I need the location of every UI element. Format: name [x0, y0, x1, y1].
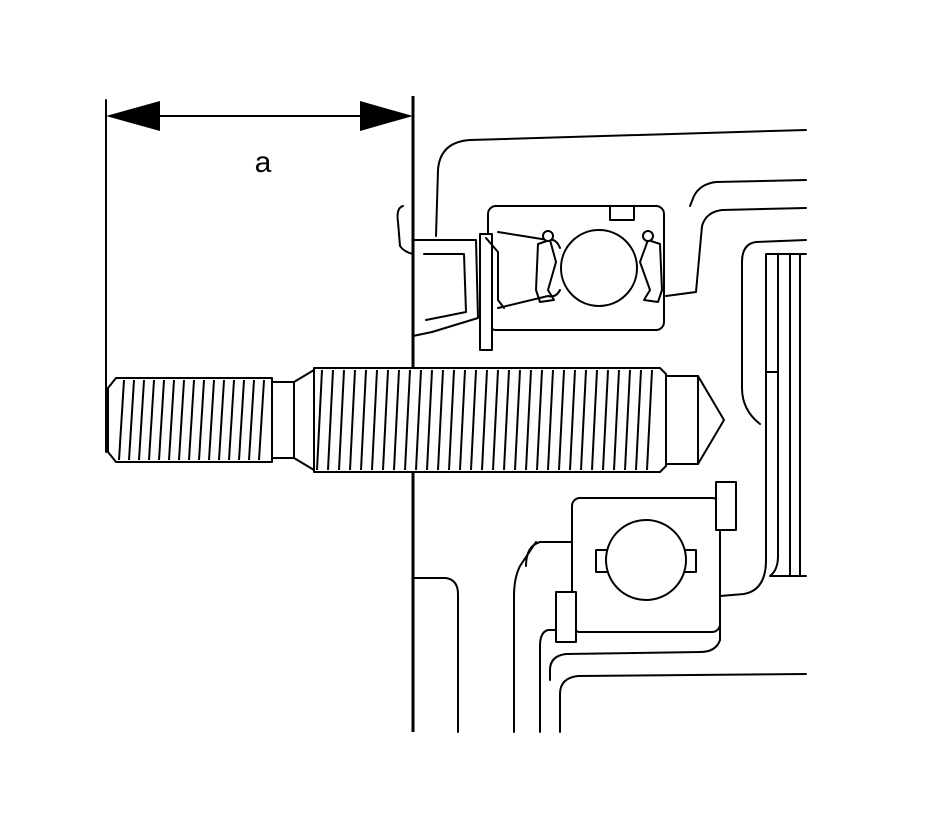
thread-line: [470, 369, 477, 471]
thread-line: [238, 379, 245, 461]
upper-bearing-rivet-left: [542, 230, 554, 242]
thread-line: [624, 369, 631, 471]
lower-bearing-housing-left: [513, 541, 537, 733]
sleeve-outer: [741, 239, 807, 425]
thread-line: [459, 369, 466, 471]
thread-line: [569, 369, 576, 471]
thread-line: [338, 369, 345, 471]
thread-line: [218, 379, 225, 461]
thread-line: [118, 379, 125, 461]
upper-bearing-notch: [609, 205, 635, 221]
sleeve-step: [719, 371, 767, 597]
thread-line: [158, 379, 165, 461]
housing-lip: [396, 205, 414, 255]
thread-line: [437, 369, 444, 471]
thread-line: [148, 379, 155, 461]
lower-bearing-spacer-top: [715, 481, 737, 531]
stud-pointed-tip: [665, 375, 725, 465]
stud-thread-right: [313, 367, 667, 473]
housing-outer-contour: [435, 129, 807, 237]
thread-line: [198, 379, 205, 461]
lower-bearing-seat-left: [539, 629, 557, 733]
thread-line: [360, 369, 367, 471]
threaded-stud: [107, 367, 725, 473]
stud-thread-left-lines: [118, 379, 265, 461]
retainer-bracket-inner: [423, 253, 467, 321]
upper-bearing-cage-right: [639, 239, 663, 303]
upper-bearing-cage-left: [535, 239, 557, 303]
lower-shaft-surface: [559, 673, 807, 733]
thread-line: [602, 369, 609, 471]
thread-line: [536, 369, 543, 471]
lower-bearing-seat: [549, 595, 721, 681]
thread-line: [138, 379, 145, 461]
inner-sleeve: [719, 239, 807, 597]
thread-line: [591, 369, 598, 471]
thread-line: [415, 369, 422, 471]
dimension-arrow-right: [360, 101, 413, 131]
housing: [396, 129, 807, 733]
thread-line: [503, 369, 510, 471]
thread-line: [327, 369, 334, 471]
thread-line: [558, 369, 565, 471]
housing-inner-contour: [689, 179, 807, 207]
thread-line: [382, 369, 389, 471]
thread-line: [248, 379, 255, 461]
snap-ring-profile: [485, 237, 505, 309]
upper-bearing: [487, 205, 665, 331]
thread-line: [492, 369, 499, 471]
upper-bearing-seal-bottom: [497, 289, 561, 309]
thread-line: [514, 369, 521, 471]
sleeve-inner: [769, 371, 807, 577]
thread-line: [646, 369, 653, 471]
lower-bearing-ball: [605, 519, 687, 601]
upper-bearing-ball: [560, 229, 638, 307]
thread-line: [371, 369, 378, 471]
thread-line: [188, 379, 195, 461]
lower-bearing: [513, 481, 807, 733]
upper-retainer: [412, 233, 505, 351]
thread-line: [258, 379, 265, 461]
dimension-label: a: [255, 146, 272, 179]
lower-housing-wall: [412, 577, 459, 733]
thread-line: [580, 369, 587, 471]
thread-line: [316, 369, 323, 471]
stud-neck-taper: [293, 369, 315, 471]
thread-line: [178, 379, 185, 461]
thread-line: [635, 369, 642, 471]
thread-line: [426, 369, 433, 471]
thread-line: [128, 379, 135, 461]
lower-bearing-spacer-bottom: [555, 591, 577, 643]
thread-line: [208, 379, 215, 461]
upper-bearing-rivet-right: [642, 230, 654, 242]
thread-line: [404, 369, 411, 471]
thread-line: [349, 369, 356, 471]
snap-ring: [479, 233, 493, 351]
lower-bearing-housing-top: [525, 541, 573, 567]
stud-neck-collar: [271, 381, 295, 459]
stud-thread-right-lines: [316, 369, 653, 471]
thread-line: [228, 379, 235, 461]
thread-line: [613, 369, 620, 471]
thread-line: [547, 369, 554, 471]
thread-line: [448, 369, 455, 471]
dimension-a: a: [105, 99, 413, 453]
housing-step: [665, 207, 807, 297]
retainer-bracket-outer: [412, 239, 479, 337]
thread-line: [168, 379, 175, 461]
thread-line: [525, 369, 532, 471]
dimension-arrow-left: [106, 101, 160, 131]
thread-line: [393, 369, 400, 471]
thread-line: [481, 369, 488, 471]
